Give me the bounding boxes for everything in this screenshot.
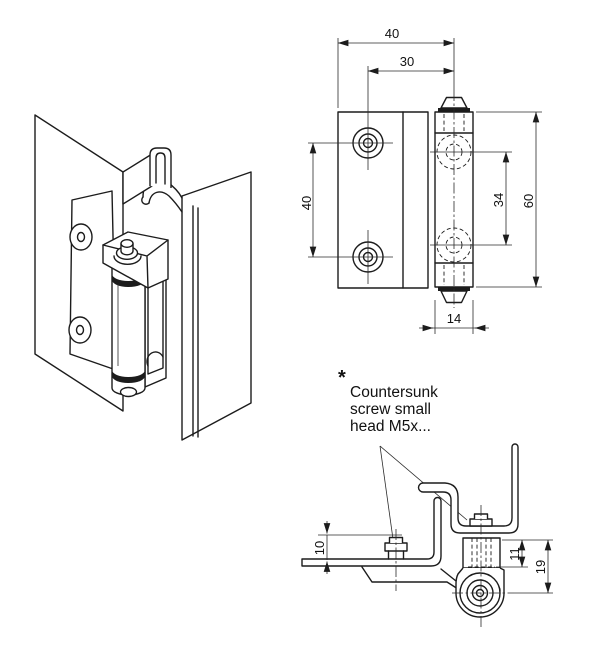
pin-cap-top: [440, 96, 468, 109]
annotation-line-1: Countersunk: [350, 384, 438, 401]
door-sheet-profile: [301, 496, 442, 567]
frame-sheet-profile: [417, 443, 519, 534]
dim-label-hole-offset: 30: [400, 54, 414, 69]
frame-top-fold: [148, 191, 183, 213]
washer-cut: [113, 255, 142, 266]
dim-axis-offset: 19: [514, 539, 553, 594]
dim-label-height: 60: [521, 194, 536, 208]
dim-height: 60: [476, 111, 542, 288]
pin-top: [120, 238, 134, 248]
barrel-collar-band: [112, 274, 145, 287]
footnote-marker: *: [338, 367, 346, 389]
isometric-view: [34, 114, 252, 441]
dim-label-axis-offset: 19: [533, 560, 548, 574]
leaf-section: [361, 566, 459, 590]
counter-knuckle: [146, 351, 164, 367]
dim-width: 40: [337, 26, 455, 108]
bracket-edges: [102, 239, 169, 289]
door-hem-strip: [122, 153, 153, 205]
dim-label-width: 40: [385, 26, 399, 41]
dim-pin-hole-spacing: 34: [491, 151, 510, 246]
front-view: 40 30 40 34 60 14: [299, 26, 542, 334]
dim-hole-spacing: 40: [299, 142, 317, 258]
frame-panel-face: [181, 171, 252, 441]
barrel-end-nub: [119, 386, 138, 398]
dim-label-screw-protrusion: 10: [312, 541, 327, 555]
frame-top-fold-cap: [141, 196, 150, 205]
leaf-section-edge: [440, 568, 457, 582]
leaf-hole-center: [76, 231, 86, 243]
dim-screw-protrusion: 10: [312, 521, 402, 574]
barrel-collar-band: [112, 370, 145, 383]
dim-label-pin-hole-spacing: 34: [491, 193, 506, 207]
side-view: * Countersunk screw small head M5x...: [301, 367, 553, 628]
dim-label-barrel-width: 14: [447, 311, 461, 326]
annotation-line-2: screw small: [350, 401, 431, 418]
dim-label-thread-depth: 11: [507, 547, 522, 561]
leaf-hole-center: [75, 324, 85, 336]
threaded-block: [462, 537, 501, 569]
screw-collar: [469, 518, 493, 527]
dim-hole-offset: 30: [367, 54, 455, 75]
dim-thread-depth: 11: [496, 539, 553, 568]
screw-collar: [384, 542, 408, 552]
hinge-bracket: [102, 231, 169, 289]
door-hem-hook: [149, 147, 172, 188]
dim-label-hole-spacing: 40: [299, 196, 314, 210]
door-hem-inner: [155, 152, 166, 185]
leader-line: [379, 445, 394, 540]
annotation-line-3: head M5x...: [350, 418, 431, 435]
dim-barrel-width: 14: [419, 300, 489, 334]
